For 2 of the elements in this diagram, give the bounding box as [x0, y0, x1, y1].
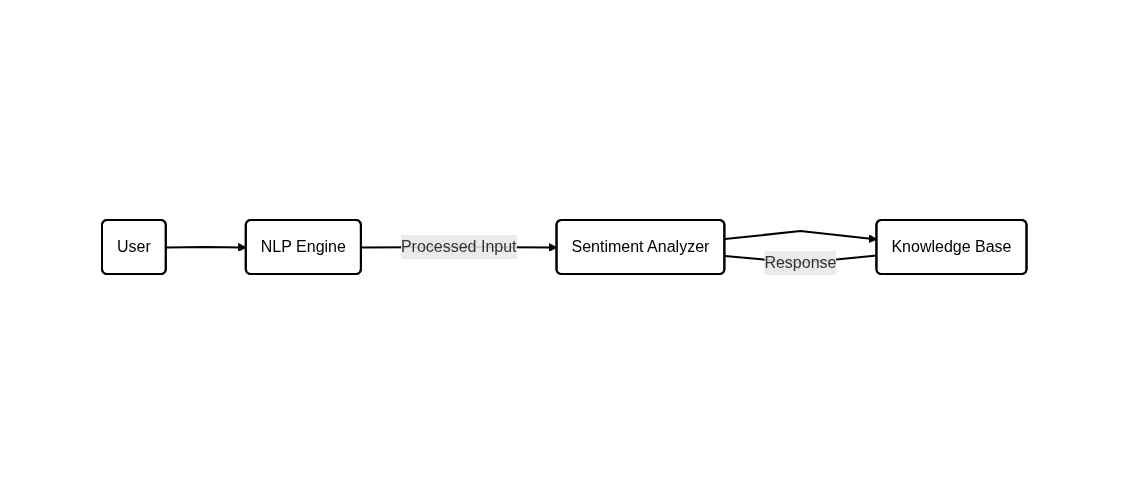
edge-label: Processed Input [401, 237, 517, 255]
edge-label: Response [764, 253, 837, 271]
